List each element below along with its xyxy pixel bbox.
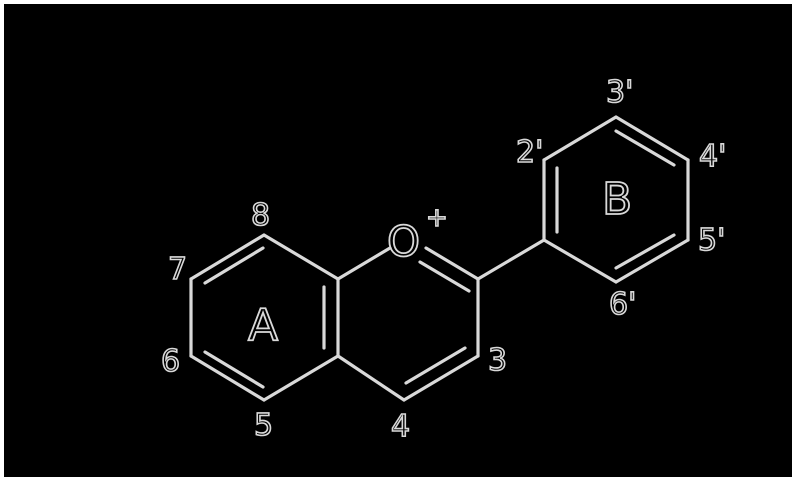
bond-c3p-c4p <box>614 115 690 162</box>
ring-a-label: A <box>248 300 278 351</box>
diagram-canvas: O + A B 8 7 6 5 4 3 2' 3' 4' 5' 6' <box>4 4 792 477</box>
bond-o-c2 <box>424 246 480 281</box>
bond-c6p-c1p <box>542 238 618 284</box>
bond-c4-c4a <box>336 354 406 402</box>
position-5-label: 5 <box>254 408 273 443</box>
double-bond-c3-c4 <box>404 346 467 385</box>
double-bond-c5p-c6p <box>614 233 676 270</box>
bond-c3-c4 <box>402 354 480 402</box>
bond-c8a-o <box>336 246 392 281</box>
position-8-label: 8 <box>251 198 270 233</box>
ring-b-label: B <box>602 174 632 225</box>
position-4-prime-label: 4' <box>699 139 726 174</box>
position-6-label: 6 <box>161 344 180 379</box>
bond-c2p-c3p <box>542 115 618 162</box>
position-3-label: 3 <box>488 343 507 378</box>
position-3-prime-label: 3' <box>606 75 633 110</box>
position-7-label: 7 <box>168 252 187 287</box>
flavylium-structure: O + A B 8 7 6 5 4 3 2' 3' 4' 5' 6' <box>160 74 727 445</box>
bond-c8-c8a <box>262 233 340 281</box>
ring-c-bonds <box>336 246 480 402</box>
position-6-prime-label: 6' <box>609 287 636 322</box>
bond-c7-c8 <box>189 233 266 281</box>
position-4-label: 4 <box>391 409 410 444</box>
ring-a-bonds <box>189 233 340 402</box>
double-bond-o-c2 <box>418 260 471 293</box>
bond-c5-c6 <box>189 354 266 402</box>
position-5-prime-label: 5' <box>698 223 725 258</box>
bond-c2-c1p <box>476 238 546 281</box>
positive-charge-label: + <box>426 203 448 233</box>
double-bond-c7-c8 <box>203 246 265 285</box>
bond-c4a-c5 <box>262 354 340 402</box>
double-bond-c5-c6 <box>203 350 265 389</box>
position-2-prime-label: 2' <box>516 135 543 170</box>
double-bond-c3p-c4p <box>614 129 676 167</box>
bond-c5p-c6p <box>614 238 690 284</box>
oxygen-atom-label: O <box>387 217 420 266</box>
ring-b-bonds <box>542 115 690 284</box>
